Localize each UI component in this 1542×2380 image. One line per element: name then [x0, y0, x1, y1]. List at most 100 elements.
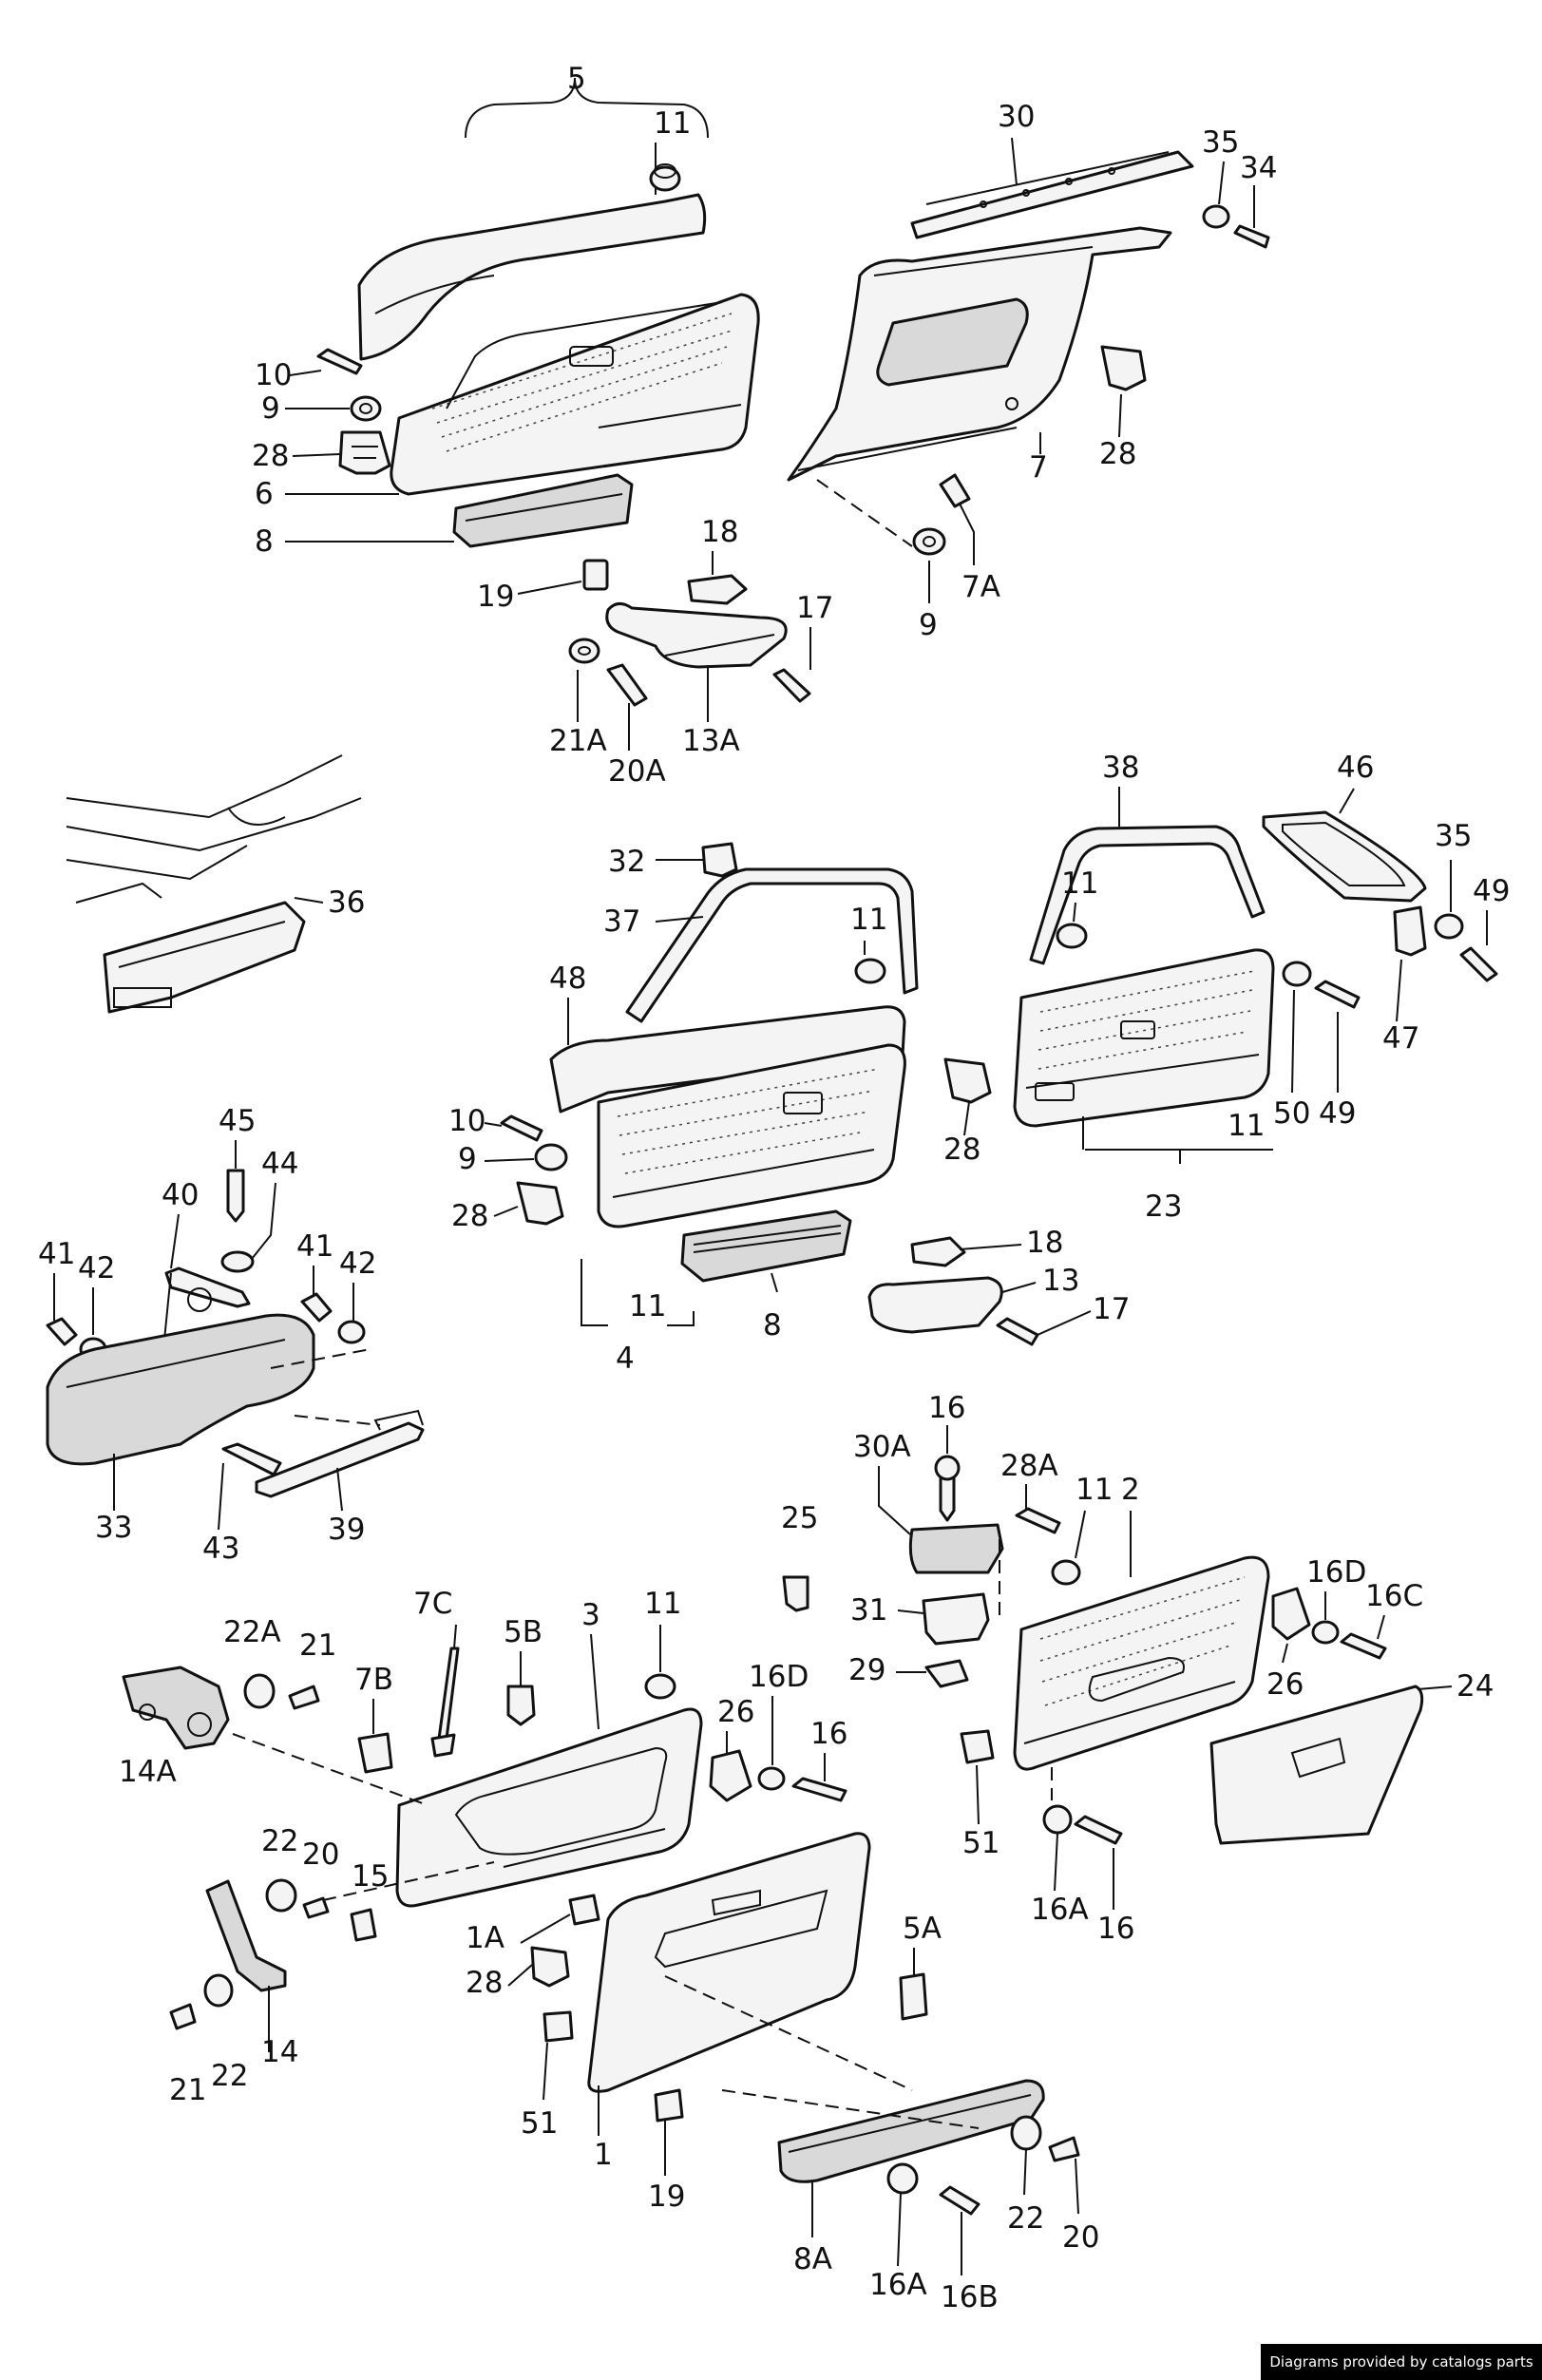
label-22: 22: [261, 1824, 298, 1858]
label-20A: 20A: [608, 754, 666, 789]
label-7B: 7B: [354, 1663, 393, 1697]
label-49: 49: [1473, 874, 1510, 908]
label-11: 11: [654, 106, 691, 141]
label-30A: 30A: [853, 1430, 911, 1464]
rear-door-assembly: [867, 810, 1498, 1346]
label-2: 2: [1121, 1473, 1140, 1507]
label-48: 48: [549, 962, 586, 996]
label-20: 20: [1062, 2220, 1099, 2255]
label-42: 42: [339, 1247, 376, 1281]
washer-9-c: [534, 1143, 568, 1171]
screw-20-b: [1048, 2136, 1080, 2162]
bracket-5: [465, 77, 709, 139]
label-50: 50: [1273, 1096, 1310, 1131]
door-pocket-7: [876, 297, 1029, 387]
washer-22-c: [1010, 2115, 1042, 2151]
label-4: 4: [616, 1342, 635, 1376]
armrest-8-b: [680, 1209, 852, 1283]
washer-22-b: [203, 1973, 234, 2008]
label-37: 37: [603, 904, 640, 939]
washer-9-b: [912, 527, 946, 556]
label-28A: 28A: [1000, 1449, 1058, 1483]
label-15: 15: [352, 1859, 389, 1894]
washer-42-b: [337, 1320, 366, 1344]
bracket-14A: [122, 1666, 230, 1750]
screw-16C: [1340, 1632, 1387, 1660]
armrest-pocket-8: [452, 473, 634, 548]
armrest-33: [46, 1313, 315, 1466]
label-28: 28: [943, 1133, 980, 1167]
label-3: 3: [581, 1598, 600, 1632]
label-29: 29: [848, 1653, 885, 1687]
clip-32: [701, 842, 738, 878]
diagram-credit-badge: Diagrams provided by catalogs parts: [1261, 2344, 1542, 2380]
quarter-glass-46: [1262, 810, 1427, 903]
clip-11-g: [644, 1673, 676, 1700]
rod-7C: [437, 1647, 460, 1741]
label-34: 34: [1240, 151, 1277, 185]
bracket-31: [922, 1592, 990, 1646]
label-16C: 16C: [1365, 1579, 1423, 1613]
label-35: 35: [1202, 125, 1239, 160]
washer-35-a: [1202, 204, 1230, 229]
screw-10-a: [316, 348, 363, 375]
label-16A: 16A: [1031, 1893, 1089, 1927]
label-11: 11: [850, 903, 887, 937]
label-11: 11: [1061, 866, 1098, 901]
label-41: 41: [296, 1229, 333, 1264]
screw-7A: [939, 473, 971, 508]
label-21: 21: [169, 2073, 206, 2107]
label-19: 19: [477, 580, 514, 614]
screw-16-b: [1074, 1815, 1123, 1845]
label-5A: 5A: [903, 1912, 942, 1946]
label-19: 19: [648, 2180, 685, 2214]
clip-11-f: [1051, 1559, 1081, 1586]
label-18: 18: [1026, 1226, 1063, 1260]
label-51: 51: [962, 1826, 999, 1860]
label-9: 9: [261, 391, 280, 426]
label-16: 16: [810, 1717, 847, 1751]
clip-28-b: [1100, 345, 1147, 391]
label-22A: 22A: [223, 1615, 281, 1649]
label-26: 26: [717, 1695, 754, 1729]
label-30: 30: [998, 100, 1035, 134]
screw-16B: [939, 2185, 980, 2216]
label-40: 40: [162, 1178, 199, 1212]
label-1A: 1A: [466, 1921, 504, 1955]
screw-17-b: [996, 1317, 1039, 1346]
front-door-assembly: [500, 842, 919, 1326]
label-28: 28: [466, 1966, 503, 2000]
cap-16A-b: [886, 2162, 919, 2195]
label-46: 46: [1337, 751, 1374, 785]
armrest-assembly: [46, 1169, 425, 1498]
screw-20-a: [302, 1896, 330, 1919]
screw-34: [1233, 224, 1270, 249]
label-35: 35: [1435, 819, 1472, 853]
clip-1A: [568, 1894, 600, 1926]
label-43: 43: [202, 1532, 239, 1566]
label-16D: 16D: [1306, 1555, 1366, 1590]
label-42: 42: [78, 1251, 115, 1285]
clip-11-c: [1056, 923, 1088, 949]
clip-26-b: [709, 1749, 752, 1802]
bracket-40: [164, 1266, 251, 1308]
glovebox-36: [103, 901, 306, 1014]
label-16D: 16D: [749, 1660, 809, 1694]
label-45: 45: [219, 1104, 256, 1138]
cap-16D-a: [1311, 1620, 1340, 1645]
washer-9-a: [350, 395, 382, 422]
clip-26-a: [1271, 1587, 1311, 1641]
trim-cover-24: [1209, 1685, 1424, 1845]
label-14: 14: [261, 2035, 298, 2069]
inner-door-shell-48: [549, 1005, 906, 1114]
rear-door-trim-assembly: [787, 150, 1270, 556]
label-49: 49: [1319, 1096, 1356, 1131]
screw-28A: [1015, 1507, 1061, 1534]
cover-30A: [908, 1523, 1004, 1574]
label-31: 31: [850, 1593, 887, 1628]
label-7: 7: [1029, 450, 1048, 485]
door-trim-panel-4: [597, 1043, 906, 1228]
screw-41-a: [46, 1317, 78, 1346]
label-39: 39: [328, 1513, 365, 1547]
